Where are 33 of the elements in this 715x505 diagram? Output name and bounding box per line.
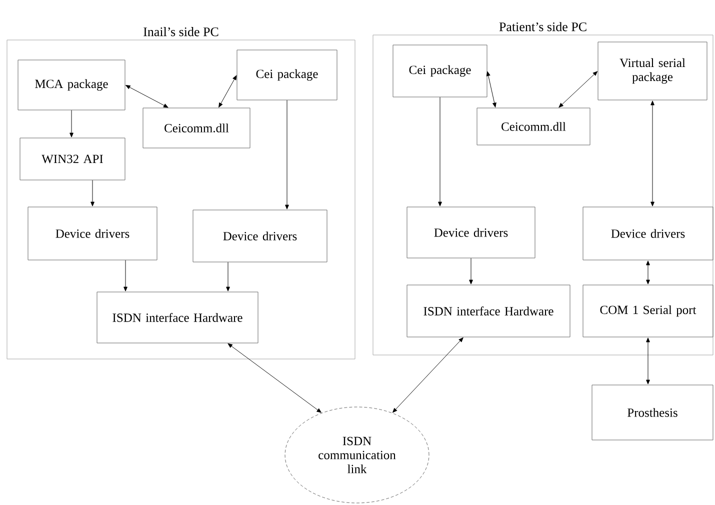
node-label: Patient’s side PC bbox=[499, 22, 586, 32]
module-box: ISDN interface Hardware bbox=[96, 292, 258, 344]
module-box: Device drivers bbox=[192, 210, 328, 262]
arrow bbox=[650, 100, 654, 206]
module-box: Cei package bbox=[236, 50, 338, 100]
node-label: Inail’s side PC bbox=[144, 27, 218, 36]
arrow bbox=[126, 85, 168, 108]
module-box: WIN32 API bbox=[20, 138, 126, 180]
arrow bbox=[124, 260, 128, 292]
arrow bbox=[486, 71, 496, 108]
arrow bbox=[218, 75, 237, 108]
arrow bbox=[438, 97, 442, 206]
module-box: ISDN interface Hardware bbox=[406, 284, 570, 338]
module-box: Prosthesis bbox=[592, 384, 714, 440]
arrow bbox=[228, 343, 322, 413]
module-box: Ceicomm.dll bbox=[476, 108, 590, 146]
module-box: Ceicomm.dll bbox=[142, 108, 250, 148]
module-box: COM 1 Serial port bbox=[582, 284, 714, 338]
module-box: Device drivers bbox=[28, 206, 158, 260]
module-box: MCA package bbox=[18, 60, 126, 110]
arrow bbox=[469, 258, 473, 284]
arrow bbox=[285, 100, 289, 210]
arrow bbox=[646, 260, 650, 284]
arrow bbox=[392, 337, 464, 413]
arrow bbox=[226, 262, 230, 292]
arrow bbox=[646, 338, 650, 384]
module-box: Device drivers bbox=[582, 206, 714, 260]
module-box: Virtual serial package bbox=[598, 42, 708, 100]
arrow bbox=[558, 71, 598, 108]
arrow bbox=[70, 110, 74, 138]
arrow bbox=[90, 180, 94, 206]
module-box: Cei package bbox=[392, 44, 488, 98]
module-box: Device drivers bbox=[406, 206, 536, 258]
